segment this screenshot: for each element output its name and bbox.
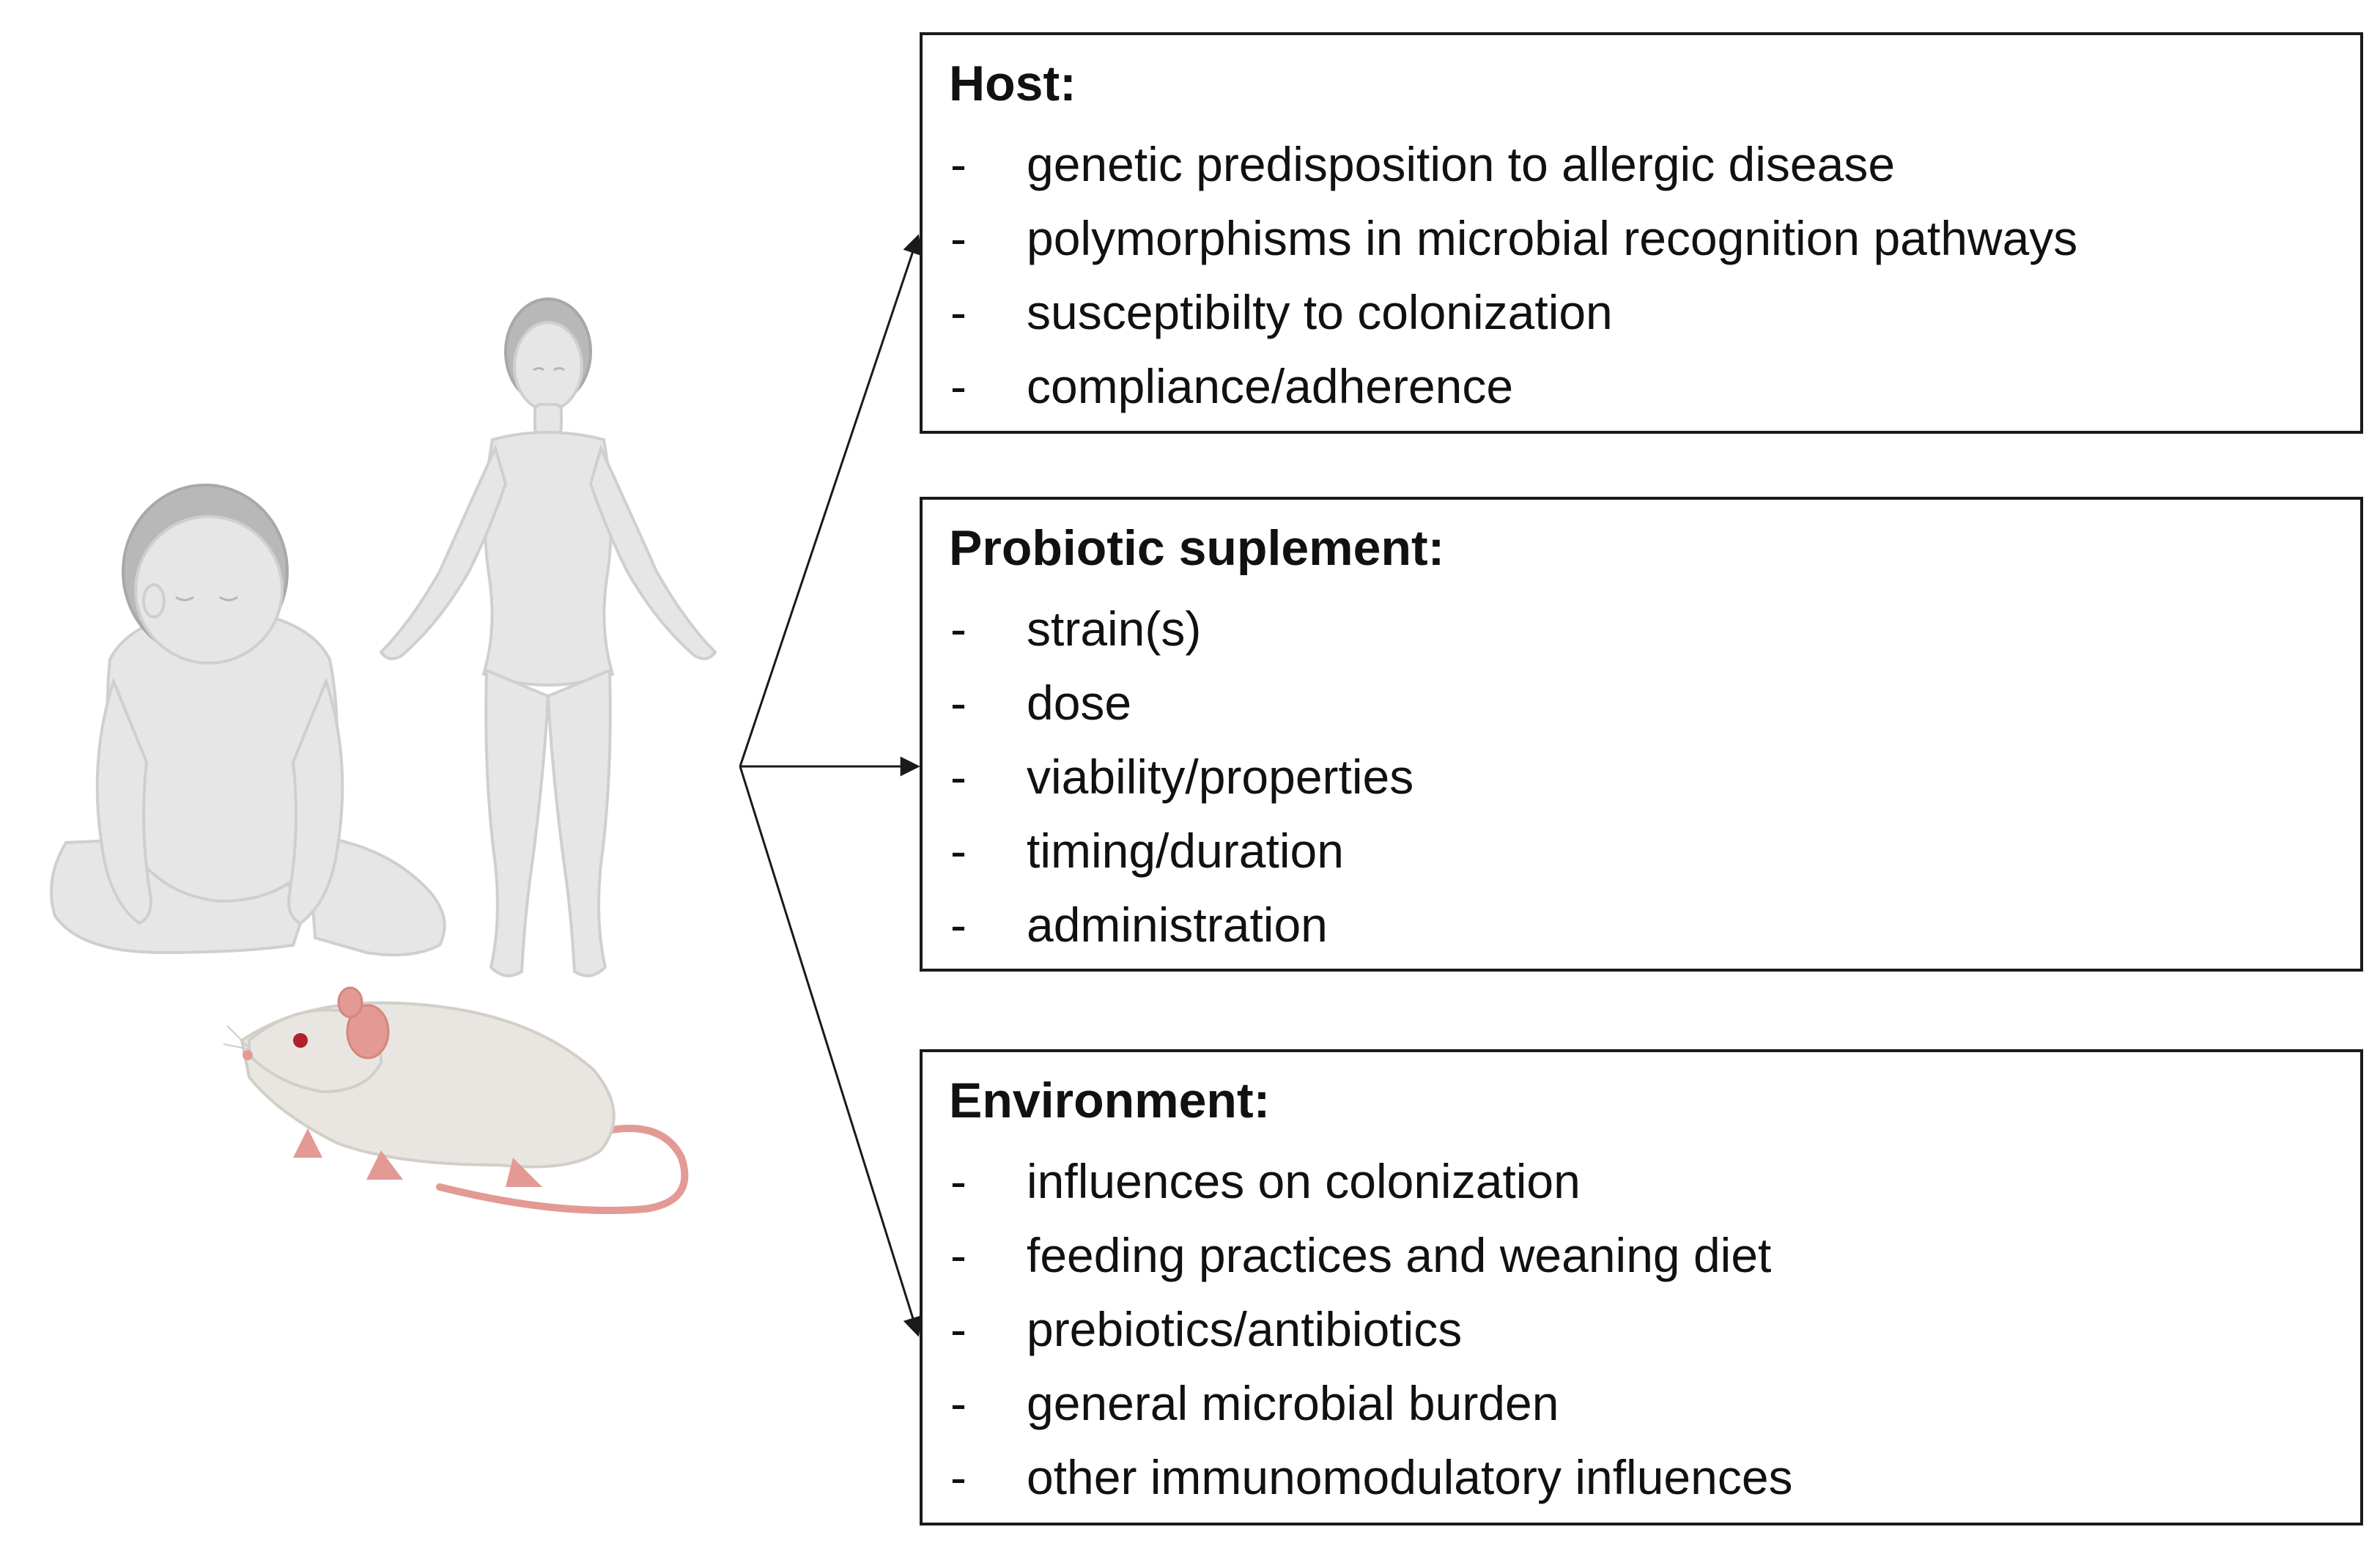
host-item: susceptibilty to colonization [949, 275, 2334, 350]
probiotic-box: Probiotic suplement: strain(s) dose viab… [920, 497, 2363, 972]
environment-list: influences on colonization feeding pract… [949, 1144, 2334, 1515]
probiotic-title: Probiotic suplement: [949, 520, 1445, 576]
probiotic-item: dose [949, 666, 2334, 740]
environment-item: other immunomodulatory influences [949, 1441, 2334, 1515]
probiotic-item: timing/duration [949, 814, 2334, 888]
environment-item: feeding practices and weaning diet [949, 1218, 2334, 1293]
probiotic-list: strain(s) dose viability/properties timi… [949, 592, 2334, 962]
environment-item: general microbial burden [949, 1367, 2334, 1441]
environment-item: prebiotics/antibiotics [949, 1293, 2334, 1367]
environment-box: Environment: influences on colonization … [920, 1049, 2363, 1526]
environment-title: Environment: [949, 1073, 1271, 1128]
host-item: compliance/adherence [949, 350, 2334, 424]
host-box: Host: genetic predisposition to allergic… [920, 32, 2363, 434]
mouse-icon [223, 986, 689, 1214]
arrow-to-host [739, 234, 923, 767]
probiotic-item: viability/properties [949, 740, 2334, 814]
host-title: Host: [949, 56, 1076, 111]
environment-item: influences on colonization [949, 1144, 2334, 1218]
host-item: genetic predisposition to allergic disea… [949, 127, 2334, 201]
infant-icon [50, 484, 446, 957]
adult-woman-icon [379, 297, 717, 977]
subjects-illustration [50, 297, 717, 1214]
probiotic-item: strain(s) [949, 592, 2334, 666]
probiotic-item: administration [949, 888, 2334, 962]
arrow-to-environment [739, 766, 923, 1337]
host-item: polymorphisms in microbial recognition p… [949, 201, 2334, 275]
host-list: genetic predisposition to allergic disea… [949, 127, 2334, 424]
